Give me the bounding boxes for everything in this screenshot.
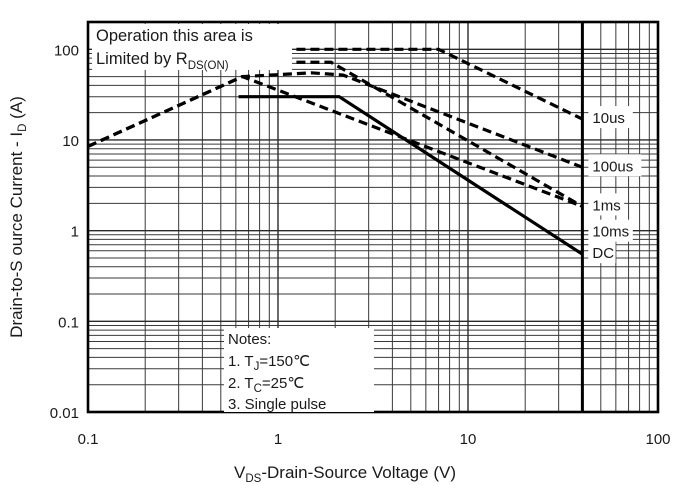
curve-label-10us: 10us <box>592 110 625 127</box>
rds-on-annotation: Operation this area is Limited by RDS(ON… <box>92 24 292 72</box>
y-axis-tick-labels: 0.01 0.1 1 10 100 <box>50 42 79 422</box>
annotation-line-2-main: Limited by R <box>96 50 188 68</box>
curve-label-background-100us <box>588 154 642 177</box>
curve-label-background-10us <box>588 106 633 129</box>
rds-on-annotation-background <box>92 24 292 70</box>
curve-DC <box>238 95 584 256</box>
curve-label-DC: DC <box>592 245 614 262</box>
curve-label-1ms: 1ms <box>592 197 620 214</box>
y-tick-label-10: 10 <box>62 133 79 150</box>
x-axis-title-rest: -Drain-Source Voltage (V) <box>261 463 456 482</box>
y-axis-title-rest: (A) <box>7 96 26 123</box>
curve-label-background-1ms <box>588 193 625 216</box>
note-2-subscript: C <box>254 383 262 395</box>
y-axis-title-main: Drain-to-S ource Current - I <box>7 132 26 338</box>
y-tick-label-1: 1 <box>71 224 79 241</box>
x-axis-title-main: V <box>234 463 246 482</box>
x-axis-tick-labels: 0.1 1 10 100 <box>78 431 671 448</box>
y-axis-title: Drain-to-S ource Current - ID (A) <box>7 96 29 338</box>
annotation-line-2-subscript: DS(ON) <box>188 60 229 72</box>
note-item-3: 3. Single pulse <box>228 396 326 413</box>
annotation-line-2: Limited by RDS(ON) <box>96 50 229 72</box>
y-tick-label-100: 100 <box>54 42 79 59</box>
curve-label-background-10ms <box>588 219 633 242</box>
x-axis-title: VDS-Drain-Source Voltage (V) <box>234 463 456 485</box>
x-tick-label-100: 100 <box>645 431 670 448</box>
note-item-2: 2. TC=25℃ <box>228 375 304 395</box>
note-item-1: 1. TJ=150℃ <box>228 353 310 373</box>
y-tick-label-0.01: 0.01 <box>50 405 79 422</box>
note-2-post: =25℃ <box>262 375 304 392</box>
notes-block: Notes: 1. TJ=150℃ 2. TC=25℃ 3. Single pu… <box>224 328 374 413</box>
curve-1ms <box>296 60 584 208</box>
x-tick-label-1: 1 <box>274 431 282 448</box>
notes-title: Notes: <box>228 331 271 348</box>
curve-10ms <box>87 74 583 208</box>
y-axis-title-subscript: D <box>17 124 29 132</box>
curve-10us <box>296 47 584 121</box>
x-axis-title-subscript: DS <box>245 473 261 485</box>
notes-background <box>224 328 374 412</box>
horizontal-minor-gridlines <box>88 21 658 386</box>
y-tick-label-0.1: 0.1 <box>58 314 79 331</box>
x-tick-label-0.1: 0.1 <box>78 431 99 448</box>
curve-label-10ms: 10ms <box>592 224 629 241</box>
soa-curves <box>87 47 584 256</box>
curve-label-100us: 100us <box>592 158 633 175</box>
annotation-line-1: Operation this area is <box>96 27 253 45</box>
curve-label-background-DC <box>588 241 616 264</box>
note-1-post: =150℃ <box>259 353 310 370</box>
x-tick-label-10: 10 <box>460 431 477 448</box>
note-1-pre: 1. T <box>228 353 254 370</box>
note-1-subscript: J <box>254 361 260 373</box>
note-2-pre: 2. T <box>228 375 254 392</box>
